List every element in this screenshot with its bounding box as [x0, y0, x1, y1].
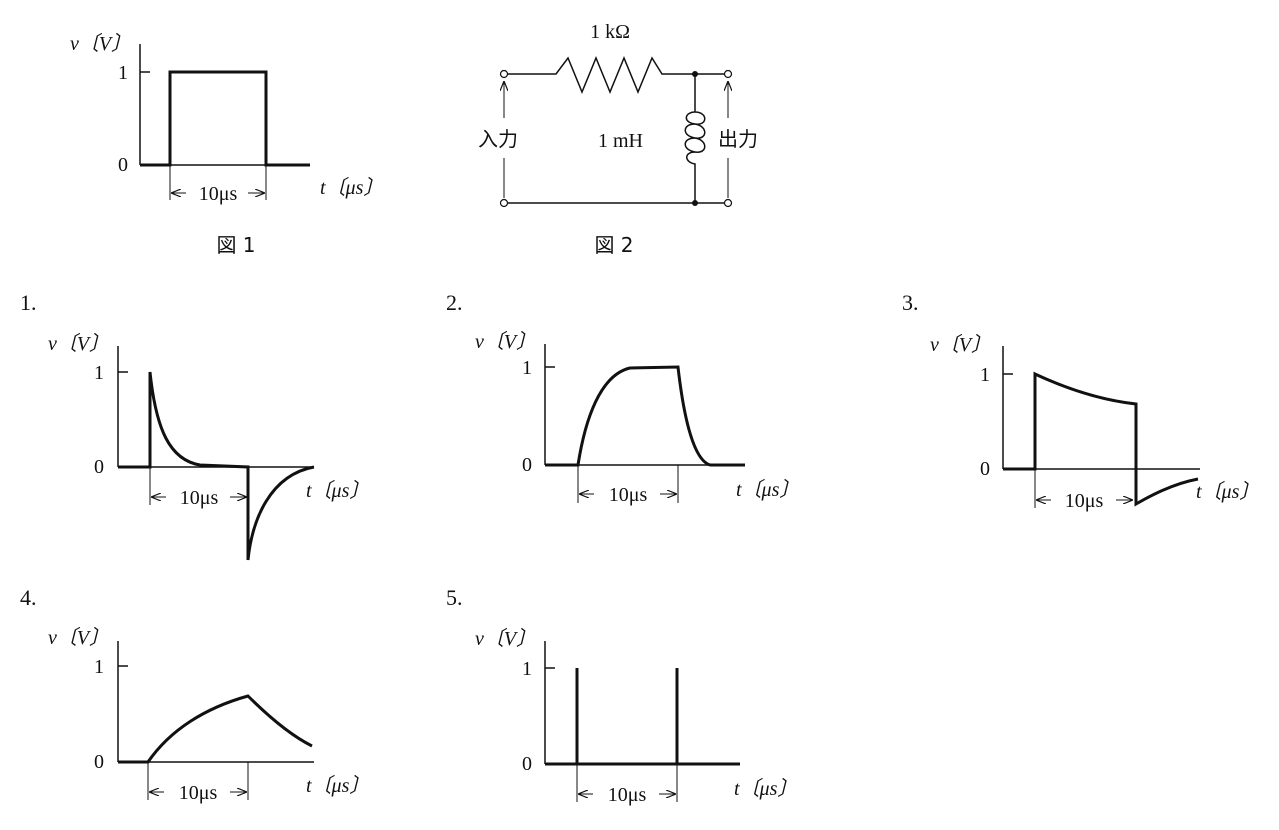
option-1-y-axis-label: v〔V〕	[48, 332, 109, 355]
figure2-circuit: 1 kΩ 1 mH 入力 出力 図 2	[478, 21, 758, 257]
figure2-caption: 図 2	[594, 233, 633, 257]
figure1-y-axis-label: v〔V〕	[70, 32, 131, 55]
option-4-y-axis-label: v〔V〕	[48, 626, 109, 649]
option-2-y-axis-label: v〔V〕	[475, 330, 536, 353]
figure1-x-axis-label: t〔μs〕	[320, 176, 383, 199]
inductor-label: 1 mH	[598, 130, 643, 152]
figure1-y-tick-1: 1	[118, 62, 128, 84]
option-1-waveform	[118, 371, 315, 561]
option-5-y-axis-label: v〔V〕	[475, 627, 536, 650]
option-3-x-axis-label: t〔μs〕	[1196, 480, 1259, 503]
option-5-width-label: 10μs	[608, 784, 647, 806]
option-3-graph: 3. v〔V〕 1 0 t〔μs〕 10μs	[902, 290, 1259, 512]
output-label: 出力	[718, 127, 758, 151]
option-3-width-label: 10μs	[1065, 490, 1104, 512]
option-3-y-axis-label: v〔V〕	[930, 333, 991, 356]
option-5-number: 5.	[446, 585, 463, 610]
inductor-symbol	[684, 74, 706, 203]
option-4-number: 4.	[20, 585, 37, 610]
option-2-number: 2.	[446, 290, 463, 315]
output-terminal-bottom	[723, 198, 733, 208]
option-2-y-tick-1: 1	[522, 357, 532, 379]
option-2-graph: 2. v〔V〕 1 0 t〔μs〕 10μs	[446, 290, 799, 506]
figure1-caption: 図 1	[216, 233, 255, 257]
option-5-graph: 5. v〔V〕 1 0 t〔μs〕 10μs	[446, 585, 797, 806]
option-3-y-tick-1: 1	[980, 364, 990, 386]
option-2-waveform	[545, 365, 745, 467]
option-4-y-tick-1: 1	[94, 656, 104, 678]
option-4-waveform	[118, 694, 313, 764]
figure1-y-tick-0: 0	[118, 154, 128, 176]
figure1-input-pulse: v〔V〕 1 0 t〔μs〕 10μs 図 1	[70, 32, 383, 257]
option-1-width-label: 10μs	[180, 487, 219, 509]
input-label: 入力	[478, 127, 518, 151]
option-2-x-axis-label: t〔μs〕	[736, 478, 799, 501]
option-5-y-tick-1: 1	[522, 658, 532, 680]
option-4-y-tick-0: 0	[94, 751, 104, 773]
option-2-y-tick-0: 0	[522, 454, 532, 476]
figure1-waveform	[140, 70, 310, 167]
option-1-number: 1.	[20, 290, 37, 315]
figure1-width-label: 10μs	[199, 183, 238, 205]
option-3-y-tick-0: 0	[980, 458, 990, 480]
resistor-label: 1 kΩ	[590, 21, 630, 43]
option-1-x-axis-label: t〔μs〕	[306, 479, 369, 502]
input-terminal-bottom	[499, 198, 509, 208]
option-5-waveform	[545, 668, 740, 766]
option-4-width-label: 10μs	[179, 782, 218, 804]
option-4-x-axis-label: t〔μs〕	[306, 774, 369, 797]
output-terminal-top	[723, 69, 733, 79]
option-3-waveform	[1003, 371, 1199, 507]
option-5-x-axis-label: t〔μs〕	[734, 777, 797, 800]
option-1-y-tick-1: 1	[94, 362, 104, 384]
resistor-symbol	[508, 56, 724, 94]
option-2-width-label: 10μs	[609, 484, 648, 506]
option-1-graph: 1. v〔V〕 1 0 t〔μs〕 10μs	[20, 290, 369, 561]
option-5-y-tick-0: 0	[522, 753, 532, 775]
input-terminal-top	[499, 69, 509, 79]
option-4-graph: 4. v〔V〕 1 0 t〔μs〕 10μs	[20, 585, 369, 804]
option-3-number: 3.	[902, 290, 919, 315]
option-1-y-tick-0: 0	[94, 456, 104, 478]
